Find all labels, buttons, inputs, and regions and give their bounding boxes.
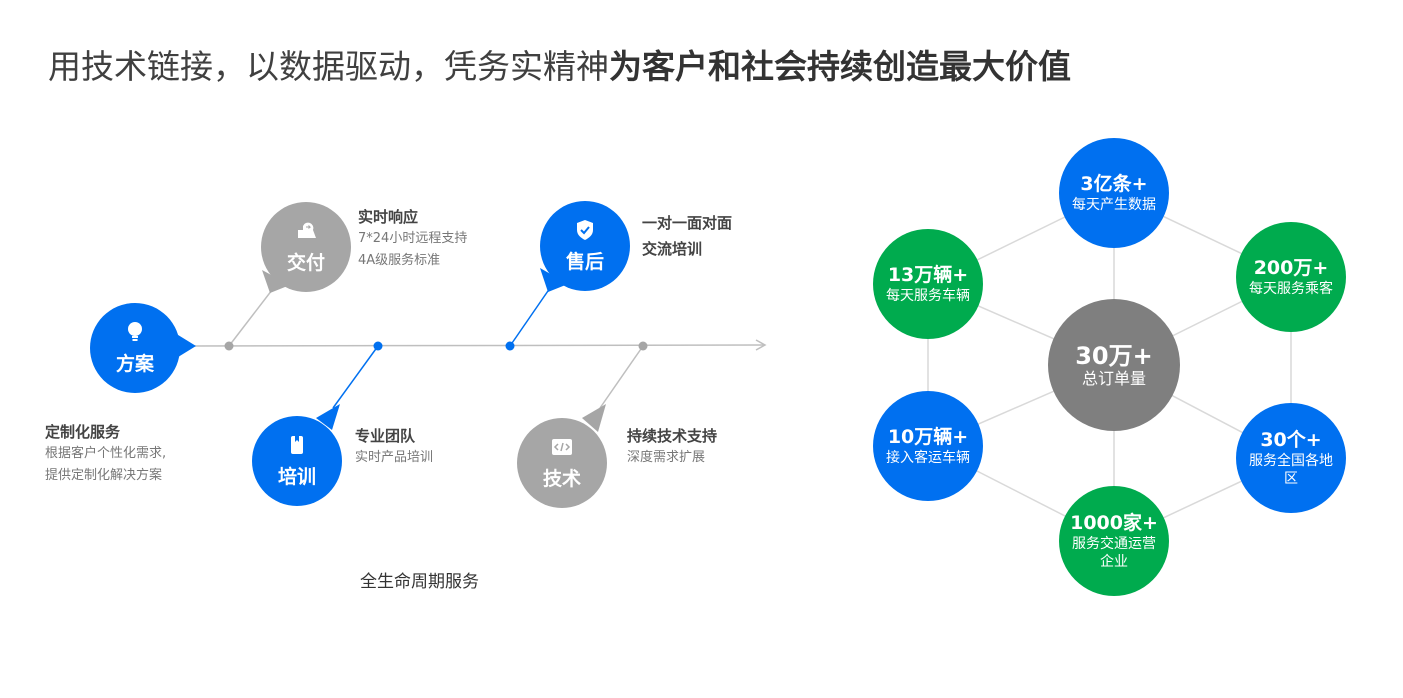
title-normal: 用技术链接，以数据驱动，凭务实精神 [48, 47, 609, 86]
stat-label: 每天服务乘客 [1249, 281, 1333, 297]
stage-fangan-text: 定制化服务 根据客户个性化需求, 提供定制化解决方案 [45, 421, 166, 487]
stat-value: 30万+ [1075, 342, 1153, 370]
code-icon [552, 438, 572, 455]
connector-shouhou [509, 287, 551, 347]
stage-fangan-bubble[interactable]: 方案 [90, 303, 180, 393]
stat-label: 每天产生数据 [1072, 197, 1156, 213]
stage-jiaofu-bubble[interactable]: 交付 [261, 202, 351, 292]
shield-check-icon [577, 219, 593, 240]
stage-heading: 实时响应 [358, 208, 419, 226]
lifecycle-caption: 全生命周期服务 [360, 572, 479, 592]
stage-label: 售后 [565, 250, 604, 273]
stat-value: 10万辆+ [887, 426, 969, 448]
stat-value: 1000家+ [1070, 512, 1158, 534]
stage-desc: 提供定制化解决方案 [45, 468, 163, 483]
page-title: 用技术链接，以数据驱动，凭务实精神为客户和社会持续创造最大价值 [48, 40, 1071, 88]
stat-item: 3亿条+ 每天产生数据 [1059, 138, 1169, 248]
stage-shouhou-bubble[interactable]: 售后 [540, 201, 630, 291]
stage-shouhou-text: 一对一面对面 交流培训 [642, 210, 732, 262]
timeline-axis [189, 344, 766, 347]
bubble-tail [316, 404, 340, 430]
stage-label: 交付 [286, 251, 325, 274]
stat-label: 总订单量 [1081, 369, 1146, 388]
stage-desc: 深度需求扩展 [627, 450, 706, 465]
stage-jishu-text: 持续技术支持 深度需求扩展 [627, 425, 717, 469]
connector-peixun [332, 345, 379, 409]
stage-label: 方案 [115, 352, 154, 375]
stage-heading: 专业团队 [355, 427, 416, 445]
stage-heading: 持续技术支持 [627, 427, 718, 445]
stage-label: 培训 [277, 465, 316, 488]
lightbulb-icon [128, 321, 142, 341]
stat-item: 10万辆+ 接入客运车辆 [873, 391, 983, 501]
bubble-tail [262, 270, 290, 293]
stage-jishu-bubble[interactable]: 技术 [517, 418, 607, 508]
stat-label: 接入客运车辆 [886, 450, 970, 466]
stat-value: 30个+ [1260, 429, 1322, 451]
stage-peixun-text: 专业团队 实时产品培训 [355, 425, 433, 469]
stage-desc: 4A级服务标准 [358, 253, 441, 268]
stage-desc: 实时产品培训 [355, 450, 434, 465]
stage-heading: 定制化服务 [45, 423, 121, 441]
connector-jishu [599, 345, 644, 409]
timeline-dot [505, 341, 515, 351]
stage-label: 技术 [542, 467, 581, 490]
bubble-tail [540, 268, 568, 292]
stage-desc: 根据客户个性化需求, [45, 446, 167, 461]
timeline-dot [373, 341, 383, 351]
stat-value: 13万辆+ [887, 264, 969, 286]
timeline-dot [224, 341, 234, 351]
connector-jiaofu [228, 289, 273, 347]
stat-item: 1000家+ 服务交通运营企业 [1059, 486, 1169, 596]
stage-heading: 一对一面对面 [642, 214, 733, 232]
stage-peixun-bubble[interactable]: 培训 [252, 416, 342, 506]
stat-value: 3亿条+ [1080, 173, 1148, 195]
stage-heading: 交流培训 [642, 240, 703, 258]
stat-label: 服务交通运营企业 [1072, 536, 1156, 570]
title-bold: 为客户和社会持续创造最大价值 [609, 47, 1071, 86]
stage-desc: 7*24小时远程支持 [358, 231, 468, 246]
book-icon [291, 435, 303, 454]
stage-jiaofu-text: 实时响应 7*24小时远程支持 4A级服务标准 [358, 206, 467, 272]
stat-item: 200万+ 每天服务乘客 [1236, 222, 1346, 332]
stat-item: 30个+ 服务全国各地区 [1236, 403, 1346, 513]
stat-item: 13万辆+ 每天服务车辆 [873, 229, 983, 339]
stat-label: 每天服务车辆 [886, 288, 970, 304]
delivery-icon [298, 222, 316, 238]
stat-label: 服务全国各地区 [1249, 453, 1333, 487]
stat-value: 200万+ [1253, 257, 1329, 279]
bubble-tail [582, 404, 606, 432]
timeline-dot [638, 341, 648, 351]
stat-center: 30万+ 总订单量 [1048, 299, 1180, 431]
timeline-arrow-icon [755, 339, 767, 351]
